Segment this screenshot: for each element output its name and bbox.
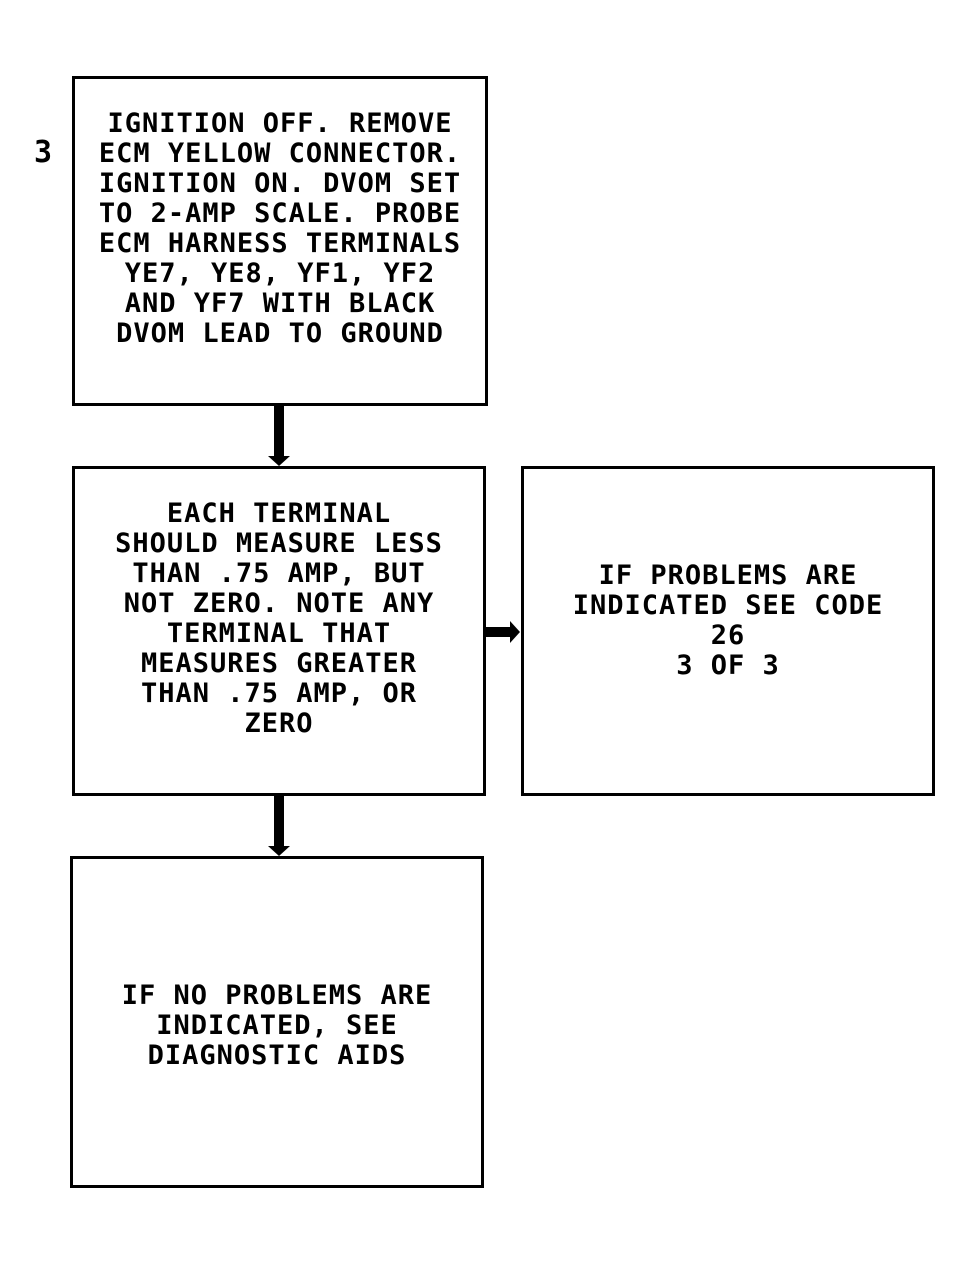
problems-indicated-text: IF PROBLEMS ARE INDICATED SEE CODE 26 3 …: [572, 560, 884, 681]
arrow-step3-to-measure: [268, 406, 290, 466]
step3-instruction-box: IGNITION OFF. REMOVE ECM YELLOW CONNECTO…: [72, 76, 488, 406]
step-number-label: 3: [34, 135, 53, 170]
no-problems-text: IF NO PROBLEMS ARE INDICATED, SEE DIAGNO…: [121, 980, 433, 1071]
problems-indicated-box: IF PROBLEMS ARE INDICATED SEE CODE 26 3 …: [521, 466, 935, 796]
measure-result-box: EACH TERMINAL SHOULD MEASURE LESS THAN .…: [72, 466, 486, 796]
step3-instruction-text: IGNITION OFF. REMOVE ECM YELLOW CONNECTO…: [98, 108, 462, 349]
no-problems-box: IF NO PROBLEMS ARE INDICATED, SEE DIAGNO…: [70, 856, 484, 1188]
measure-result-text: EACH TERMINAL SHOULD MEASURE LESS THAN .…: [115, 498, 443, 739]
arrow-measure-to-problems: [486, 621, 520, 643]
arrow-measure-to-no-problems: [268, 796, 290, 856]
